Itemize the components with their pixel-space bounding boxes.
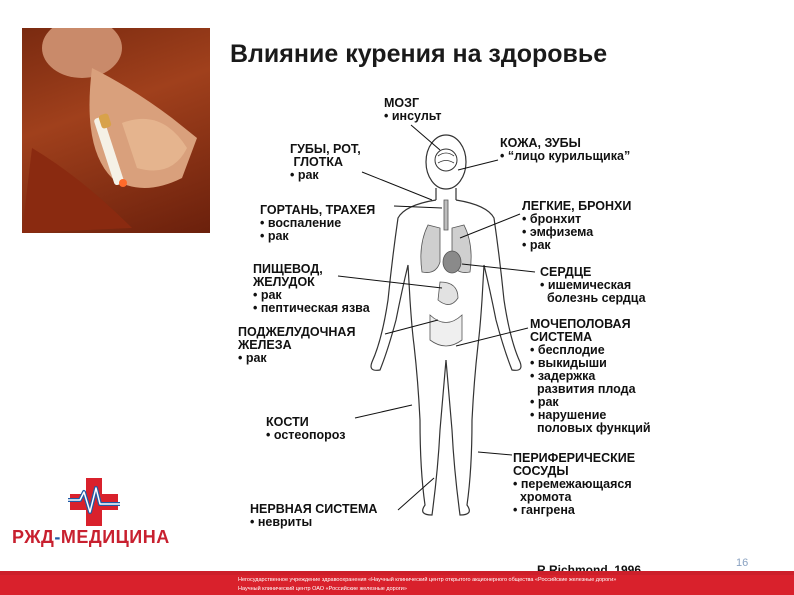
label-skin-item: • “лицо курильщика” <box>500 149 631 163</box>
internal-organs <box>420 199 472 347</box>
label-urogenital-heading-1: МОЧЕПОЛОВАЯ <box>530 317 631 331</box>
logo-text-dash: - <box>54 527 61 547</box>
label-heart-heading: СЕРДЦЕ <box>540 265 592 279</box>
label-urogenital-heading-2: СИСТЕМА <box>530 330 593 344</box>
label-peripheral-heading-1: ПЕРИФЕРИЧЕСКИЕ <box>513 451 636 465</box>
logo-text: РЖД-МЕДИЦИНА <box>12 527 170 548</box>
label-larynx-item-2: • рак <box>260 229 289 243</box>
label-lungs-item-1: • бронхит <box>522 212 582 226</box>
label-peripheral-item-1: • перемежающаяся <box>513 477 632 491</box>
label-pancreas-heading-2: ЖЕЛЕЗА <box>238 338 292 352</box>
label-brain: МОЗГ • инсульт <box>384 97 441 123</box>
label-lungs-item-3: • рак <box>522 238 551 252</box>
label-peripheral-item-3: • гангрена <box>513 503 575 517</box>
intestines <box>429 314 463 347</box>
label-lungs: ЛЕГКИЕ, БРОНХИ • бронхит • эмфизема • ра… <box>522 200 631 252</box>
label-brain-heading: МОЗГ <box>384 96 420 110</box>
label-nervous-item: • невриты <box>250 515 313 529</box>
label-skin: КОЖА, ЗУБЫ • “лицо курильщика” <box>500 137 630 163</box>
body-outline <box>370 134 522 516</box>
label-nervous-heading: НЕРВНАЯ СИСТЕМА <box>250 502 378 516</box>
label-urogenital-item-2: • выкидыши <box>530 356 607 370</box>
label-pancreas-item: • рак <box>238 351 267 365</box>
label-bones-heading: КОСТИ <box>266 415 309 429</box>
label-lips-heading-1: ГУБЫ, РОТ, <box>290 142 361 156</box>
label-urogenital: МОЧЕПОЛОВАЯ СИСТЕМА • бесплодие • выкиды… <box>530 318 651 435</box>
label-esophagus-item-2: • пептическая язва <box>253 301 370 315</box>
footer-line-1: Негосударственное учреждение здравоохран… <box>238 577 617 583</box>
label-esophagus-item-1: • рак <box>253 288 282 302</box>
label-esophagus-heading-1: ПИЩЕВОД, <box>253 262 323 276</box>
label-larynx: ГОРТАНЬ, ТРАХЕЯ • воспаление • рак <box>260 204 375 243</box>
footer-bar: Негосударственное учреждение здравоохран… <box>0 575 794 595</box>
label-pancreas-heading-1: ПОДЖЕЛУДОЧНАЯ <box>238 325 356 339</box>
label-urogenital-item-6: • нарушение <box>530 408 607 422</box>
label-pancreas: ПОДЖЕЛУДОЧНАЯ ЖЕЛЕЗА • рак <box>238 326 355 365</box>
label-lips-heading-2: ГЛОТКА <box>290 155 344 169</box>
label-peripheral: ПЕРИФЕРИЧЕСКИЕ СОСУДЫ • перемежающаяся х… <box>513 452 635 517</box>
label-peripheral-item-2: хромота <box>513 490 572 504</box>
label-lips-item: • рак <box>290 168 319 182</box>
label-heart: СЕРДЦЕ • ишемическая болезнь сердца <box>540 266 646 305</box>
label-larynx-heading: ГОРТАНЬ, ТРАХЕЯ <box>260 203 376 217</box>
label-bones-item: • остеопороз <box>266 428 346 442</box>
label-urogenital-item-3: • задержка <box>530 369 596 383</box>
leader-lines <box>337 124 536 511</box>
footer-top-stripe <box>0 571 794 575</box>
label-urogenital-item-5: • рак <box>530 395 559 409</box>
smoking-hand-photo <box>22 28 210 233</box>
label-heart-item-1: • ишемическая <box>540 278 632 292</box>
logo-text-part2: МЕДИЦИНА <box>60 527 170 547</box>
label-lungs-item-2: • эмфизема <box>522 225 594 239</box>
label-skin-heading: КОЖА, ЗУБЫ <box>500 136 581 150</box>
page-title: Влияние курения на здоровье <box>230 40 608 68</box>
rzd-medicine-logo <box>68 478 120 526</box>
label-bones: КОСТИ • остеопороз <box>266 416 346 442</box>
photo-illustration <box>22 28 197 233</box>
label-esophagus: ПИЩЕВОД, ЖЕЛУДОК • рак • пептическая язв… <box>253 263 370 315</box>
label-brain-item: • инсульт <box>384 109 442 123</box>
page-number: 16 <box>736 557 749 569</box>
label-urogenital-item-7: половых функций <box>530 421 651 435</box>
heart <box>442 250 462 274</box>
label-lungs-heading: ЛЕГКИЕ, БРОНХИ <box>522 199 632 213</box>
label-esophagus-heading-2: ЖЕЛУДОК <box>253 275 315 289</box>
label-urogenital-item-1: • бесплодие <box>530 343 605 357</box>
stomach <box>437 281 459 305</box>
label-heart-item-2: болезнь сердца <box>540 291 646 305</box>
footer-line-2: Научный клинический центр ОАО «Российски… <box>238 586 407 592</box>
label-larynx-item-1: • воспаление <box>260 216 342 230</box>
label-peripheral-heading-2: СОСУДЫ <box>513 464 569 478</box>
logo-text-part1: РЖД <box>12 527 55 547</box>
label-lips: ГУБЫ, РОТ, ГЛОТКА • рак <box>290 143 361 182</box>
label-urogenital-item-4: развития плода <box>530 382 636 396</box>
left-lung <box>420 224 441 273</box>
label-nervous: НЕРВНАЯ СИСТЕМА • невриты <box>250 503 377 529</box>
